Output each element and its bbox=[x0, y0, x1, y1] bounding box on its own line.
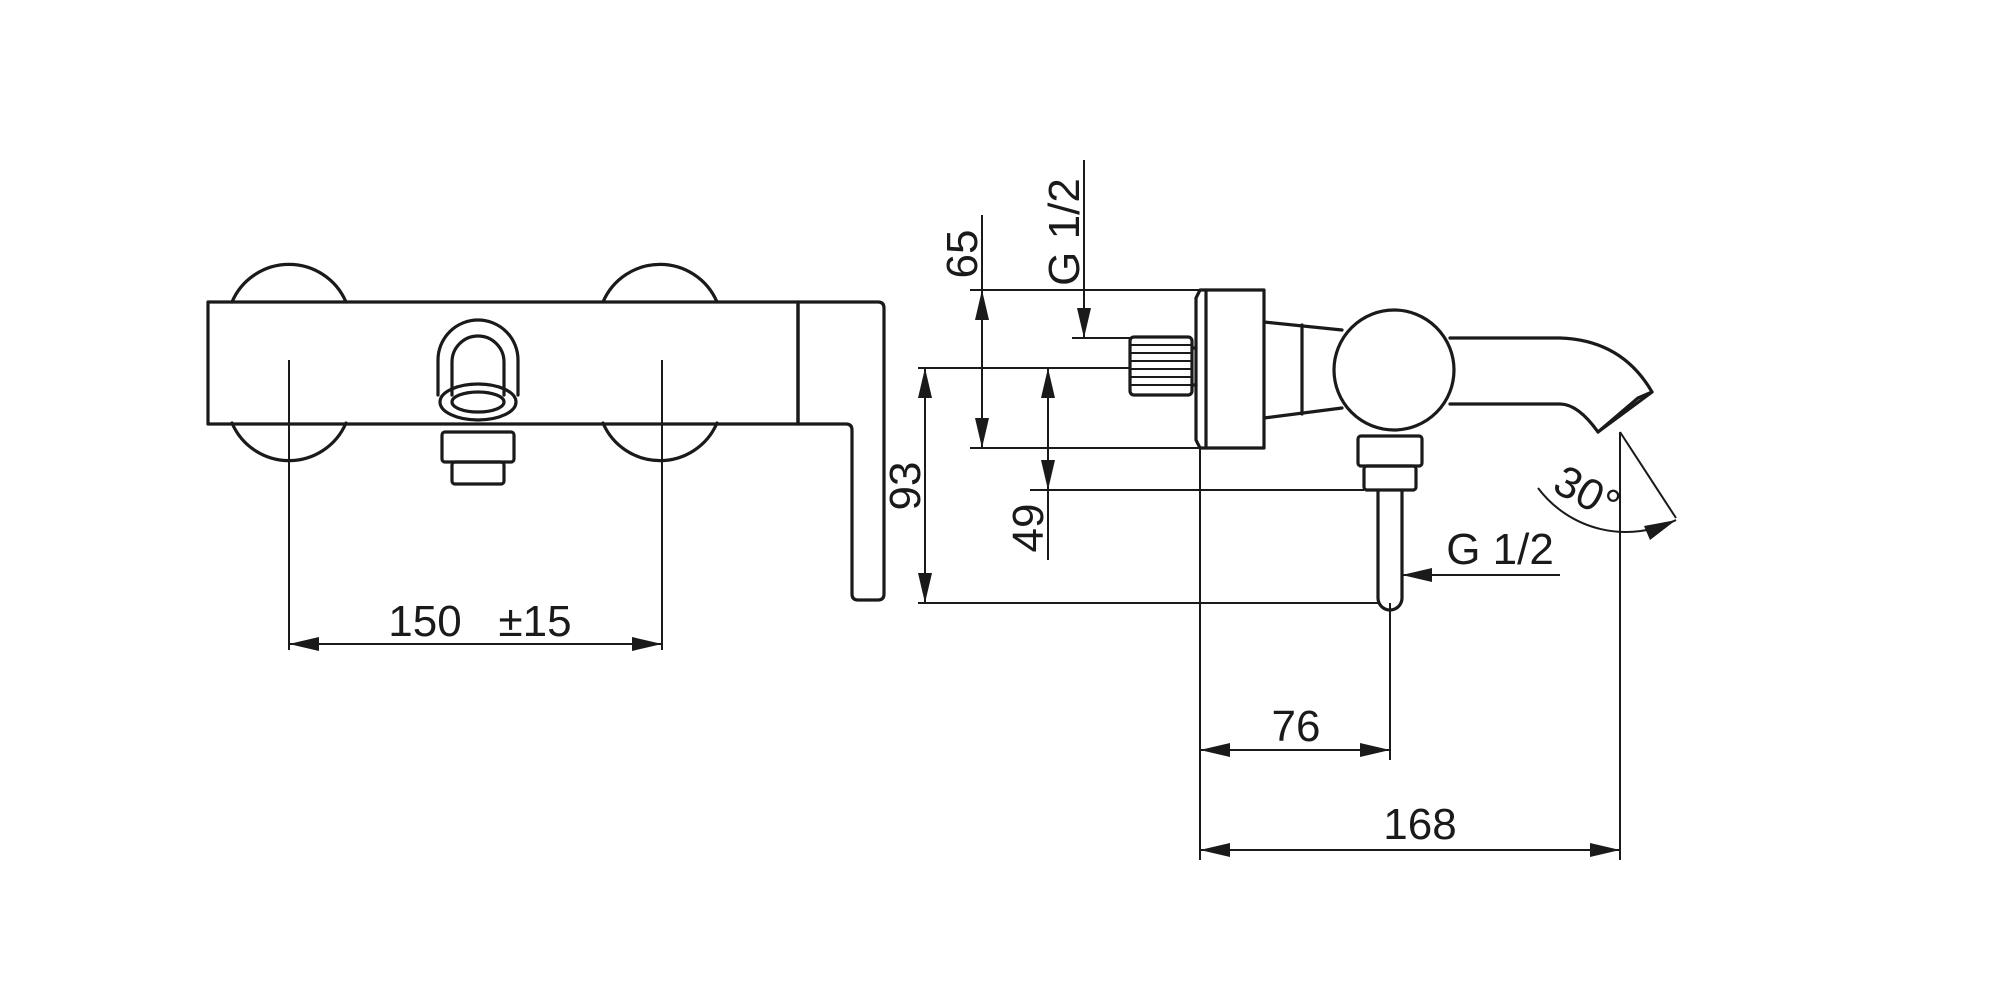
left-escutcheon bbox=[230, 262, 348, 304]
angle-ray bbox=[1619, 431, 1677, 519]
spacing-arrow-left bbox=[289, 637, 319, 651]
right-escutcheon-bottom bbox=[601, 421, 719, 463]
dim-49-label: 49 bbox=[1004, 504, 1053, 553]
dim-76-arrow-right bbox=[1360, 743, 1390, 757]
dim-93-arrow-bottom bbox=[918, 573, 932, 603]
knurl-lines bbox=[1130, 344, 1192, 386]
dim-76-arrow-left bbox=[1200, 743, 1230, 757]
outlet-pipe bbox=[1376, 488, 1404, 612]
dim-65-arrow-top bbox=[975, 290, 989, 320]
outlet-loop bbox=[436, 318, 520, 397]
dim-76-label: 76 bbox=[1272, 702, 1321, 751]
spout-tip bbox=[1596, 390, 1654, 434]
outlet-ring-inner bbox=[450, 390, 506, 414]
outlet-loop-inner bbox=[450, 334, 506, 397]
front-view: 150 ±15 bbox=[206, 262, 886, 651]
mixer-body-round bbox=[1332, 308, 1456, 432]
outlet-connector bbox=[1356, 434, 1424, 468]
threaded-inlet bbox=[1128, 335, 1194, 397]
dim-49-arrow-bottom bbox=[1041, 460, 1055, 490]
lever-handle bbox=[796, 300, 886, 602]
outlet-ring bbox=[438, 382, 518, 422]
angle-label: 30° bbox=[1546, 456, 1628, 531]
angle-arrow bbox=[1644, 520, 1676, 540]
spacing-label: 150 bbox=[388, 597, 461, 646]
spacing-tolerance: ±15 bbox=[498, 597, 571, 646]
outlet-connector-ring bbox=[1362, 464, 1418, 492]
thread-bottom-label: G 1/2 bbox=[1446, 525, 1554, 574]
dim-65-arrow-bottom bbox=[975, 418, 989, 448]
spacing-arrow-right bbox=[632, 637, 662, 651]
dim-65-label: 65 bbox=[938, 230, 987, 279]
thread-top-label: G 1/2 bbox=[1040, 178, 1089, 286]
thread-bottom-arrow bbox=[1402, 568, 1432, 582]
bath-spout bbox=[1448, 336, 1654, 434]
dim-93-arrow-top bbox=[918, 368, 932, 398]
dim-168-label: 168 bbox=[1383, 800, 1456, 849]
dim-168-arrow-right bbox=[1590, 843, 1620, 857]
side-view: 65 93 49 G 1/2 G 1/2 76 168 bbox=[881, 160, 1677, 860]
outlet-nut bbox=[440, 430, 516, 464]
outlet-spigot bbox=[450, 460, 506, 486]
thread-top-arrow bbox=[1077, 308, 1091, 338]
dim-168-arrow-left bbox=[1200, 843, 1230, 857]
right-escutcheon bbox=[601, 262, 719, 304]
dim-49-arrow-top bbox=[1041, 368, 1055, 398]
dim-93-label: 93 bbox=[881, 462, 930, 511]
